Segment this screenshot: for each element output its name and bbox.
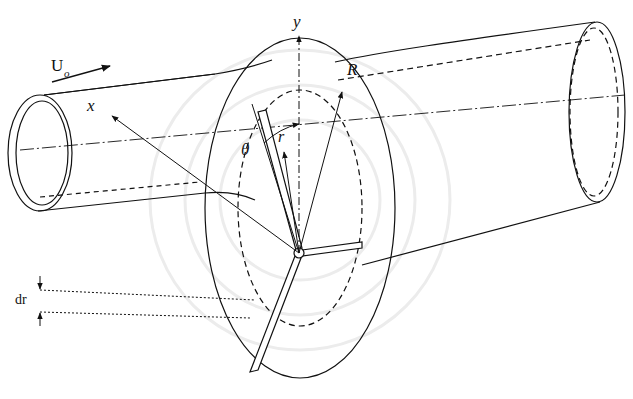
dimension-label: dr xyxy=(14,292,28,308)
axis-label: x xyxy=(86,96,96,115)
axes xyxy=(112,36,299,253)
center-line xyxy=(20,95,625,150)
watermark xyxy=(150,50,450,350)
radius-arrows xyxy=(284,92,342,253)
radius-label: R xyxy=(346,60,358,79)
axis-label: y xyxy=(292,12,302,31)
angle-label: θ xyxy=(240,140,250,159)
angle-marker xyxy=(252,104,299,253)
velocity-subscript: o xyxy=(63,67,71,80)
stream-tube xyxy=(8,22,625,378)
dr-dimension xyxy=(40,276,255,326)
velocity-symbol: U xyxy=(50,56,64,75)
radius-label: r xyxy=(277,128,285,146)
